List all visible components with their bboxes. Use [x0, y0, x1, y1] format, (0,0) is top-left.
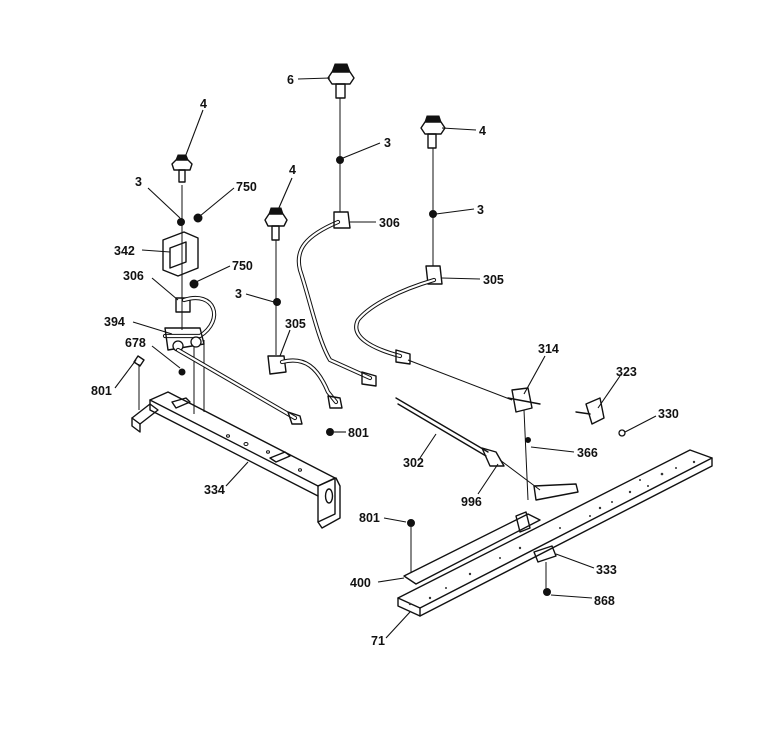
right-valve-assembly — [354, 115, 513, 401]
top-valve-assembly — [327, 63, 355, 229]
callout-labels: 6 3 306 4 3 305 4 3 750 4 342 750 306 3 … — [91, 73, 679, 648]
callout-996: 996 — [461, 495, 482, 509]
callout-3: 3 — [235, 287, 242, 301]
callout-801: 801 — [348, 426, 369, 440]
callout-305: 305 — [285, 317, 306, 331]
callout-394: 394 — [104, 315, 125, 329]
callout-4: 4 — [479, 124, 486, 138]
callout-333: 333 — [596, 563, 617, 577]
callout-4: 4 — [289, 163, 296, 177]
callout-3: 3 — [384, 136, 391, 150]
callout-306: 306 — [123, 269, 144, 283]
callout-3: 3 — [477, 203, 484, 217]
callout-868: 868 — [594, 594, 615, 608]
callout-330: 330 — [658, 407, 679, 421]
callout-750: 750 — [236, 180, 257, 194]
callout-342: 342 — [114, 244, 135, 258]
callout-4: 4 — [200, 97, 207, 111]
callout-366: 366 — [577, 446, 598, 460]
callout-801: 801 — [91, 384, 112, 398]
leader-lines — [114, 77, 657, 639]
callout-334: 334 — [204, 483, 225, 497]
callout-302: 302 — [403, 456, 424, 470]
callout-306: 306 — [379, 216, 400, 230]
callout-323: 323 — [616, 365, 637, 379]
burner-bracket-71 — [397, 449, 713, 617]
callout-801: 801 — [359, 511, 380, 525]
callout-71: 71 — [371, 634, 385, 648]
callout-6: 6 — [287, 73, 294, 87]
callout-400: 400 — [350, 576, 371, 590]
callout-750: 750 — [232, 259, 253, 273]
left-valve-assembly — [133, 154, 303, 425]
thermostat-assembly — [395, 387, 626, 501]
manifold-bracket-334 — [131, 340, 341, 529]
callout-314: 314 — [538, 342, 559, 356]
callout-678: 678 — [125, 336, 146, 350]
callout-3: 3 — [135, 175, 142, 189]
bolt-icon — [407, 519, 415, 527]
bolt-icon — [326, 428, 334, 436]
callout-305: 305 — [483, 273, 504, 287]
middle-valve-assembly — [264, 207, 377, 409]
